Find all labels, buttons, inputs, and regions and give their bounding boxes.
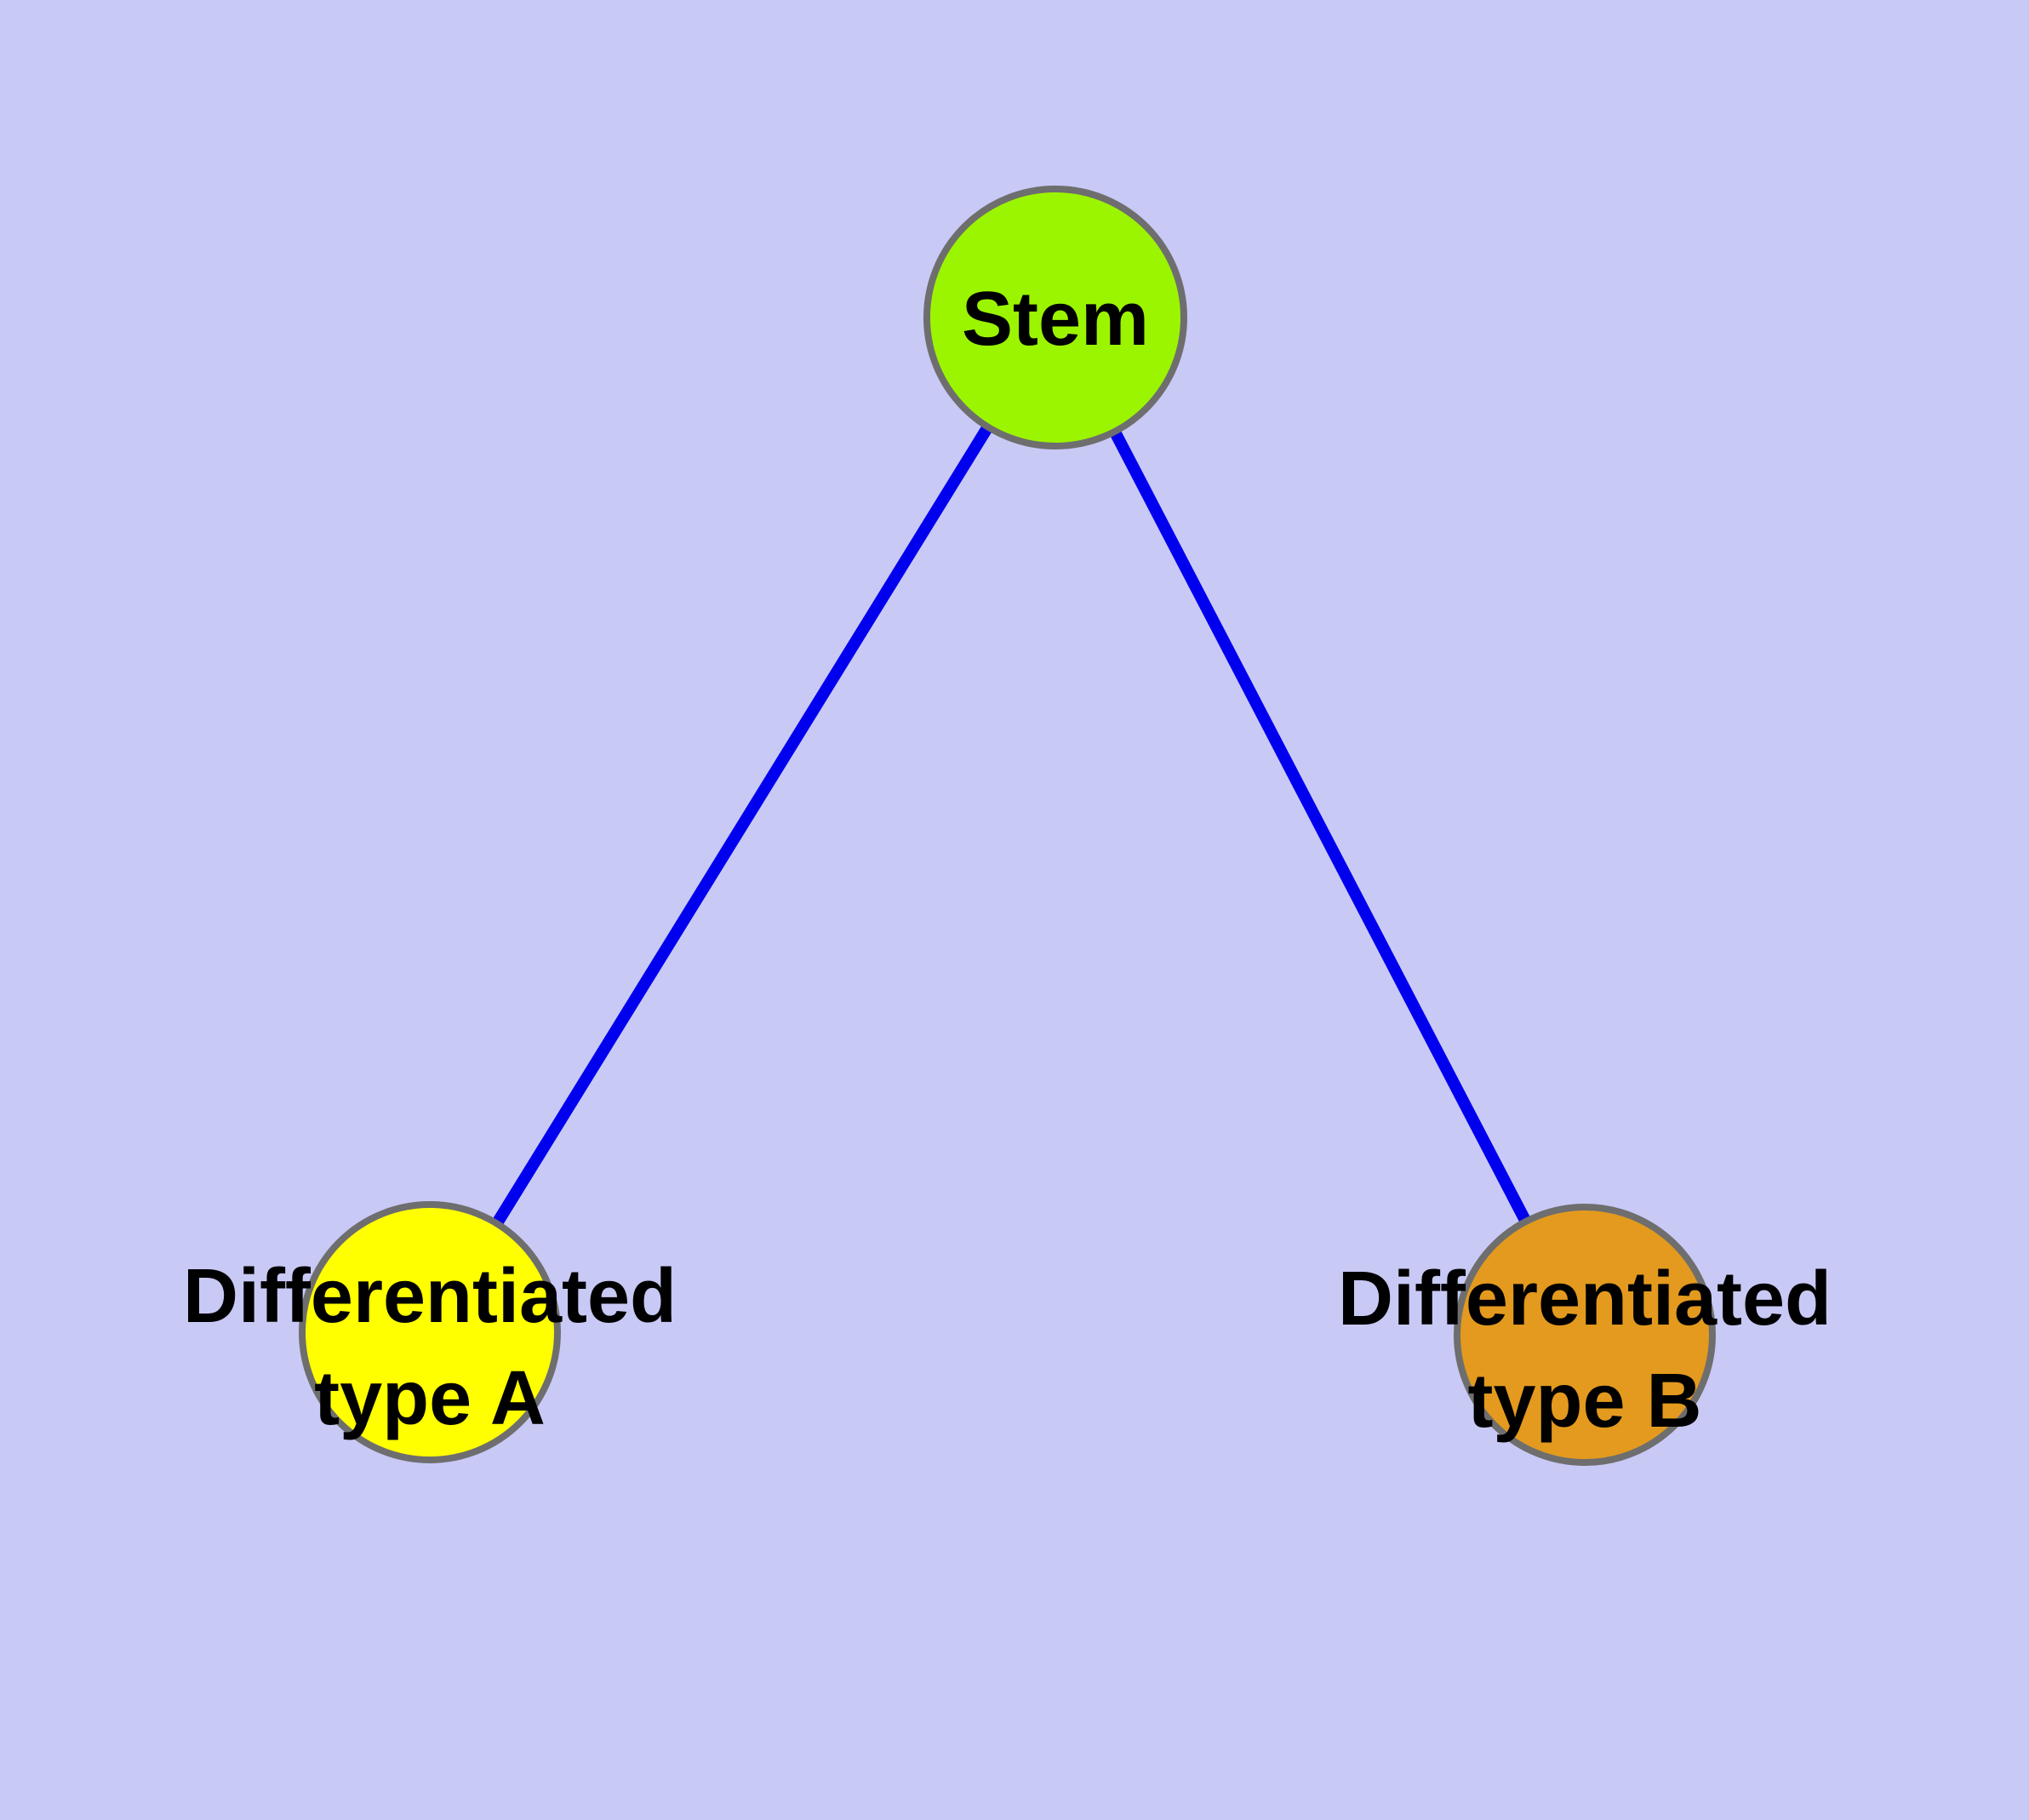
type-a-node-circle[interactable]	[299, 1201, 561, 1463]
node-stem[interactable]: Stem	[923, 186, 1187, 449]
type-b-node-circle[interactable]	[1454, 1204, 1716, 1466]
stem-node-circle[interactable]	[923, 186, 1187, 449]
edge-stem-to-type-a	[425, 314, 1060, 1336]
edge-stem-to-type-b	[1049, 314, 1591, 1338]
